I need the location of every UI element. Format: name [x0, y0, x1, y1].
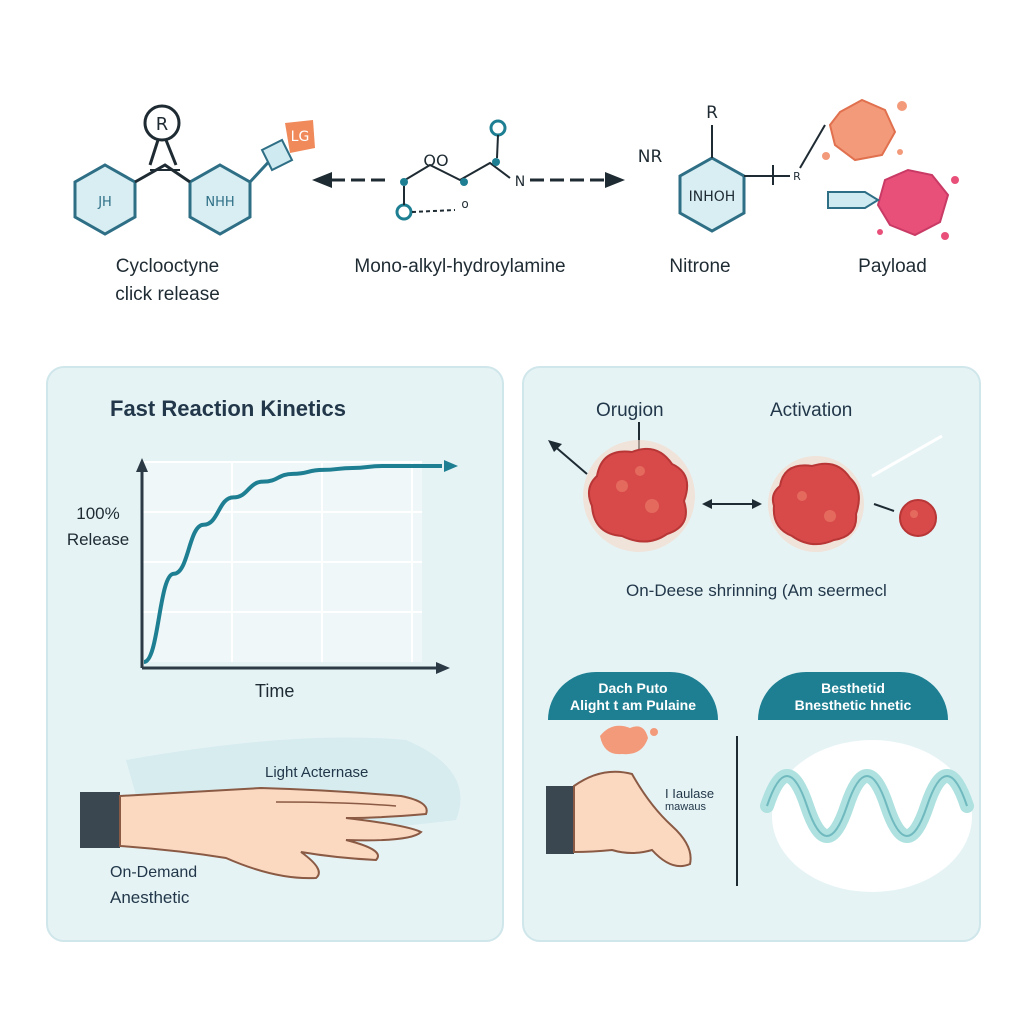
- tumor-shrinking-figure: [546, 422, 974, 892]
- hand-release-icon: [546, 725, 692, 868]
- banner-left: Dach Puto Alight t am Pulaine: [548, 672, 718, 720]
- r-arm-label: R: [793, 170, 801, 183]
- on-demand-label-line1: On-Demand: [110, 864, 198, 881]
- nitrone-molecule: INHOH NR R R: [638, 103, 826, 233]
- banner-right-line2: Bnesthetic hnetic: [794, 697, 912, 713]
- release-curve: [143, 464, 442, 664]
- y-axis-label-line2: Release: [66, 530, 130, 549]
- ring-label: NHH: [205, 195, 234, 210]
- shrinking-label: On-Deese shrinning (Am seermecl: [626, 581, 887, 600]
- x-axis-label: Time: [255, 681, 295, 701]
- nr-label: NR: [638, 147, 663, 167]
- release-label-line2: mawaus: [665, 801, 706, 813]
- banner-right: Besthetid Bnesthetic hnetic: [758, 672, 948, 720]
- payload-icon: [822, 98, 959, 240]
- oo-label: OO: [423, 151, 448, 170]
- svg-text:o: o: [461, 197, 468, 211]
- wave-icon: [760, 740, 974, 892]
- hydroxylamine-molecule: o OO N: [395, 119, 525, 221]
- kinetics-chart: [136, 458, 458, 674]
- n-label: N: [515, 174, 525, 190]
- banner-left-line1: Dach Puto: [598, 680, 668, 696]
- cyclooctyne-molecule: R JH NHH LG: [73, 104, 315, 236]
- release-label-line1: I Iaulase: [665, 786, 715, 801]
- r-group-label: R: [156, 114, 169, 135]
- ring-label: INHOH: [689, 189, 736, 205]
- cyclooctyne-label-line1: Cyclooctyne: [115, 256, 220, 277]
- tumor-small-icon: [899, 499, 937, 537]
- banner-right-line1: Besthetid: [821, 680, 885, 696]
- kinetics-title: Fast Reaction Kinetics: [110, 396, 346, 421]
- r-label: R: [706, 103, 718, 123]
- orugion-label: Orugion: [596, 400, 664, 421]
- ring-label: JH: [97, 195, 112, 210]
- release-label: I Iaulase mawaus: [665, 786, 714, 813]
- x-axis-arrow-icon: [436, 662, 450, 674]
- y-axis-label: 100% Release: [58, 504, 138, 550]
- hand-illustration: [80, 737, 461, 880]
- on-demand-label: On-Demand Anesthetic: [110, 864, 197, 908]
- cyclooctyne-label-line2: click release: [115, 284, 220, 305]
- leaving-group-label: LG: [291, 129, 310, 145]
- tumor-medium-icon: [768, 456, 864, 552]
- reaction-scheme: R JH NHH LG o OO N INHOH NR R R: [73, 98, 959, 240]
- on-demand-label-line2: Anesthetic: [110, 888, 190, 907]
- light-activation-label: Light Acternase: [265, 764, 369, 781]
- series-arrow-icon: [444, 460, 458, 472]
- y-axis-label-line1: 100%: [76, 504, 120, 523]
- activation-label: Activation: [770, 400, 853, 421]
- chart-grid: [142, 461, 422, 662]
- tumor-large-icon: [583, 440, 695, 552]
- nitrone-label: Nitrone: [669, 256, 731, 277]
- banner-left-line2: Alight t am Pulaine: [569, 697, 696, 713]
- arrow-left-icon: [312, 172, 332, 188]
- hydroxylamine-label: Mono-alkyl-hydroylamine: [354, 256, 566, 277]
- cyclooctyne-label: Cyclooctyne click release: [80, 256, 255, 306]
- payload-label: Payload: [858, 256, 927, 277]
- arrow-right-icon: [605, 172, 625, 188]
- y-axis-arrow-icon: [136, 458, 148, 472]
